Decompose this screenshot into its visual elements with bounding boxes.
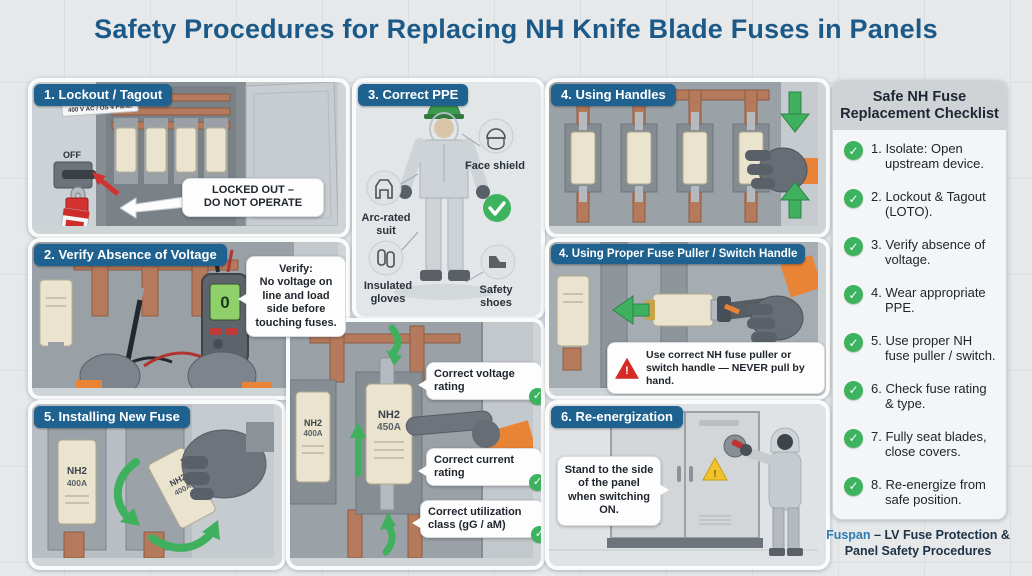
check-icon: ✓	[844, 476, 863, 496]
panel-reenergize-header: 6. Re-energization	[551, 406, 683, 428]
check-icon: ✓	[844, 141, 863, 161]
panel-verify-header: 2. Verify Absence of Voltage	[34, 244, 227, 266]
callout-voltage-rating: Correct voltage rating ✓	[418, 362, 541, 406]
check-icon: ✓	[844, 428, 863, 448]
reenergize-bubble: Stand to the side of the panel when swit…	[557, 456, 669, 526]
svg-text:NH2: NH2	[378, 409, 400, 421]
install-illustration: NH2 400A NH2 400A	[32, 404, 274, 558]
panel-installing-fuse: 5. Installing New Fuse NH2 400A NH2 400A	[28, 400, 286, 570]
lockout-tag	[58, 208, 90, 226]
checklist-item: ✓ 2. Lockout & Tagout (LOTO).	[844, 189, 998, 219]
panel-handles-header: 4. Using Handles	[551, 84, 676, 106]
svg-text:NH2: NH2	[304, 418, 322, 428]
panel-fuse-ratings: NH2 400A NH2 450A	[286, 318, 545, 570]
checklist-item: ✓ 4. Wear appropriate PPE.	[844, 285, 998, 315]
meter-reading: 0	[220, 293, 229, 312]
check-icon: ✓	[844, 285, 863, 305]
checklist-items: ✓ 1. Isolate: Open upstream device. ✓ 2.…	[833, 130, 1006, 519]
panel-install-header: 5. Installing New Fuse	[34, 406, 190, 428]
label-insulated-gloves: Insulated gloves	[363, 280, 413, 305]
left-fuse	[556, 275, 590, 371]
left-fuse: NH2 400A	[290, 379, 337, 505]
label-arc-suit: Arc-rated suit	[361, 212, 411, 237]
checklist-item: ✓ 8. Re-energize from safe position.	[844, 476, 998, 507]
panel-lockout-tagout: 1. Lockout / Tagout 400 V AC / OS 4 Pa	[28, 78, 350, 238]
gloved-hands	[76, 351, 272, 388]
checklist-item: ✓ 3. Verify absence of voltage.	[844, 237, 998, 267]
center-fuse: NH2 450A	[355, 357, 423, 515]
checklist-item: ✓ 1. Isolate: Open upstream device.	[844, 141, 998, 171]
locked-out-callout: LOCKED OUT – DO NOT OPERATE	[182, 178, 324, 217]
suit-icon	[366, 170, 419, 206]
svg-text:450A: 450A	[377, 422, 401, 433]
ppe-illustration	[356, 82, 533, 308]
label-safety-shoes: Safety shoes	[479, 284, 513, 309]
callout-utilization-class: Correct utilization class (gG / aM) ✓	[412, 500, 541, 544]
fuses	[114, 118, 228, 184]
ppe-check-icon	[483, 194, 511, 222]
page-title: Safety Procedures for Replacing NH Knife…	[94, 14, 938, 44]
green-arrows	[779, 91, 811, 219]
fuse	[39, 279, 73, 354]
lockout-illustration: 400 V AC / OS 4 Panel OFF	[32, 82, 338, 226]
checklist-card: Safe NH Fuse Replacement Checklist ✓ 1. …	[832, 80, 1007, 520]
checklist-title: Safe NH Fuse Replacement Checklist	[833, 81, 1006, 131]
check-icon: ✓	[529, 388, 541, 406]
gloved-hand	[181, 422, 274, 500]
svg-text:400A: 400A	[67, 478, 87, 488]
checklist-item: ✓ 5. Use proper NH fuse puller / switch.	[844, 333, 998, 363]
check-icon: ✓	[531, 526, 541, 544]
check-icon: ✓	[844, 333, 863, 353]
gloves-icon	[368, 231, 419, 276]
footer-text: – LV Fuse Protection & Panel Safety Proc…	[844, 528, 1010, 558]
svg-text:400 V AC / OS 4 Panel: 400 V AC / OS 4 Panel	[68, 103, 133, 114]
panel-reenergization: 6. Re-energization !	[545, 400, 830, 570]
brand-name: Fuspan	[826, 528, 871, 542]
red-arrow	[92, 172, 120, 196]
check-icon: ✓	[844, 237, 863, 257]
panel-ppe-header: 3. Correct PPE	[358, 84, 469, 106]
footer-branding: Fuspan – LV Fuse Protection & Panel Safe…	[816, 528, 1020, 559]
warning-triangle-icon: !	[615, 357, 639, 379]
hazard-triangle-icon: !	[713, 469, 716, 480]
ratings-illustration: NH2 400A NH2 450A	[290, 322, 533, 558]
puller-warning-callout: ! Use correct NH fuse puller or switch h…	[607, 342, 825, 395]
check-icon: ✓	[844, 189, 863, 209]
svg-text:NH2: NH2	[67, 466, 87, 477]
panel-using-handles: 4. Using Handles	[545, 78, 830, 238]
gloved-hand	[745, 147, 818, 193]
switch-off-label: OFF	[63, 150, 81, 160]
pulled-fuse	[645, 293, 724, 327]
disconnect-switch	[53, 161, 96, 189]
mounted-fuse: NH2 400A	[57, 439, 97, 525]
panel-lockout-header: 1. Lockout / Tagout	[34, 84, 173, 106]
gloved-hand	[745, 254, 818, 343]
green-arrows	[350, 324, 402, 556]
panel-correct-ppe: 3. Correct PPE	[352, 78, 545, 320]
svg-text:400A: 400A	[303, 429, 322, 438]
verify-bubble: Verify: No voltage on line and load side…	[238, 256, 346, 338]
green-arrow-left	[612, 295, 650, 325]
label-face-shield: Face shield	[465, 160, 525, 172]
ppe-person	[398, 99, 490, 281]
tool-hand	[405, 410, 533, 463]
check-icon: ✓	[529, 474, 541, 492]
worker-figure	[740, 427, 803, 556]
checklist-item: ✓ 7. Fully seat blades, close covers.	[844, 428, 998, 459]
panel-verify-voltage: 2. Verify Absence of Voltage 0	[28, 238, 350, 400]
callout-current-rating: Correct current rating ✓	[418, 448, 541, 492]
shoes-icon	[465, 244, 516, 283]
check-icon: ✓	[844, 380, 863, 400]
panel-fuse-puller: 4. Using Proper Fuse Puller / Switch Han…	[545, 238, 830, 400]
face-shield-icon	[461, 118, 514, 154]
panel-puller-header: 4. Using Proper Fuse Puller / Switch Han…	[551, 244, 806, 264]
checklist-item: ✓ 6. Check fuse rating & type.	[844, 380, 998, 411]
green-arrows	[113, 458, 220, 552]
